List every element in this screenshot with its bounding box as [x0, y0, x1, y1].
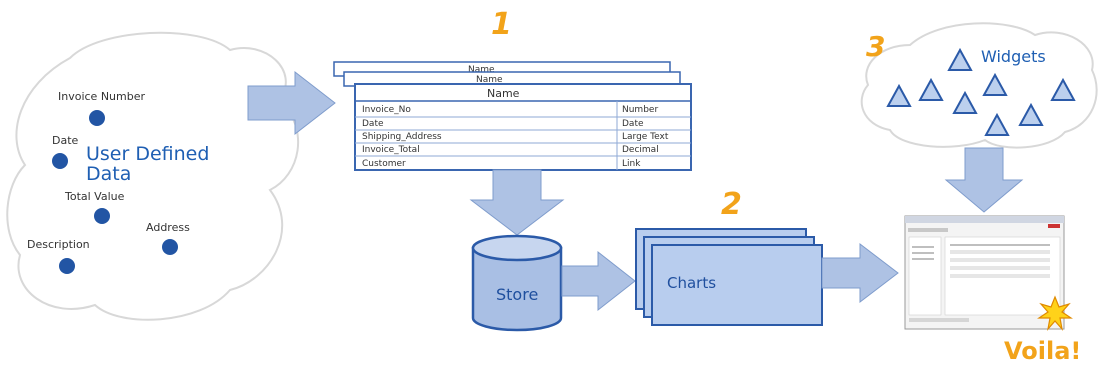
widget-triangle-icon: [984, 112, 1010, 136]
widget-triangle-icon: [918, 77, 944, 101]
user-data-title-line2: Data: [86, 163, 131, 185]
field-date: Date: [52, 134, 79, 147]
field-dot-invoice-number: [89, 110, 105, 126]
table-row-name: Invoice_No: [362, 105, 411, 115]
app-screenshot: [904, 215, 1065, 330]
widgets-label: Widgets: [981, 47, 1046, 66]
arrow-data-to-table: [247, 70, 336, 136]
field-description: Description: [27, 238, 90, 251]
widget-triangle-icon: [886, 83, 912, 107]
user-data-cloud: [6, 31, 300, 321]
table-row-type: Large Text: [622, 132, 669, 142]
table-row-type: Number: [622, 105, 658, 115]
step-number-3: 3: [866, 30, 885, 63]
arrow-store-to-charts: [561, 250, 636, 312]
table-row-name: Invoice_Total: [362, 145, 420, 155]
table-row-name: Shipping_Address: [362, 132, 442, 142]
widget-triangle-icon: [952, 90, 978, 114]
store-cylinder: [471, 234, 563, 332]
table-row-name: Customer: [362, 159, 406, 169]
charts-label: Charts: [667, 274, 716, 292]
table-header: Name: [487, 87, 520, 100]
step-number-2: 2: [721, 187, 742, 222]
user-data-title-line1: User Defined: [86, 143, 209, 165]
arrow-table-to-store: [469, 169, 565, 236]
table-row-name: Date: [362, 119, 384, 129]
table-back-header-1: Name: [476, 75, 503, 85]
starburst-icon: [1037, 295, 1073, 332]
field-dot-address: [162, 239, 178, 255]
charts-stack: [635, 228, 823, 326]
widget-triangle-icon: [947, 47, 973, 71]
table-stack: Name Name Name Invoice_No Number Date Da…: [333, 61, 692, 171]
field-address: Address: [146, 221, 190, 234]
table-row-type: Decimal: [622, 145, 659, 155]
widget-triangles: [886, 47, 1076, 136]
widget-triangle-icon: [982, 72, 1008, 96]
field-dot-description: [59, 258, 75, 274]
field-dot-date: [52, 153, 68, 169]
widget-triangle-icon: [1018, 102, 1044, 126]
table-row-type: Date: [622, 119, 644, 129]
store-label: Store: [496, 285, 538, 304]
field-total-value: Total Value: [64, 190, 125, 203]
table-row-type: Link: [622, 159, 641, 169]
arrow-widgets-to-app: [944, 147, 1024, 213]
arrow-charts-to-app: [821, 242, 899, 304]
field-invoice-number: Invoice Number: [58, 90, 145, 103]
table-back-header-2: Name: [468, 65, 495, 75]
voila-label: Voila!: [1004, 337, 1081, 365]
widget-triangle-icon: [1050, 77, 1076, 101]
field-dot-total-value: [94, 208, 110, 224]
step-number-1: 1: [491, 7, 512, 42]
